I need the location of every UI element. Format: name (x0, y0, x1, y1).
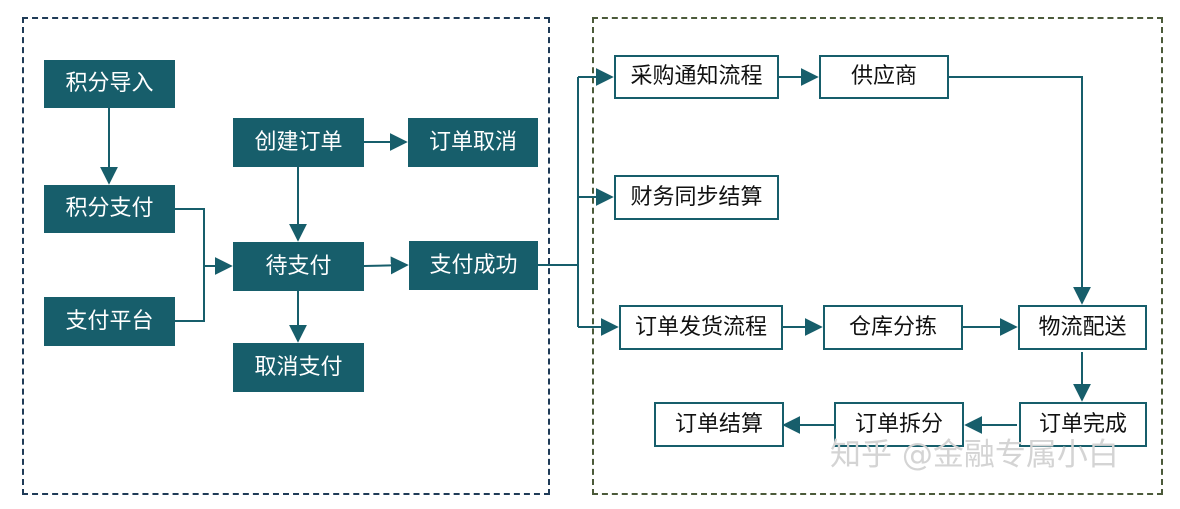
node-order-cancel: 订单取消 (408, 118, 538, 167)
node-procurement-notice: 采购通知流程 (614, 55, 779, 99)
node-order-shipping: 订单发货流程 (619, 305, 783, 350)
node-supplier: 供应商 (819, 55, 949, 99)
node-order-settlement: 订单结算 (654, 402, 784, 447)
edge-supplier-to-logistics-delivery (949, 76, 1091, 305)
edge-pending-payment-to-payment-success (363, 256, 409, 275)
right-region-frame (592, 17, 1163, 495)
node-points-import: 积分导入 (44, 60, 175, 108)
edge-payment-success-trunk (538, 77, 579, 327)
node-pending-payment: 待支付 (233, 242, 364, 291)
left-region-frame (22, 17, 550, 495)
node-order-complete: 订单完成 (1019, 402, 1147, 447)
node-finance-settlement: 财务同步结算 (614, 175, 779, 220)
node-cancel-payment: 取消支付 (233, 343, 364, 392)
node-payment-platform: 支付平台 (44, 297, 175, 346)
watermark-text: 知乎 @金融专属小白 (830, 437, 1119, 473)
node-warehouse-picking: 仓库分拣 (823, 305, 963, 350)
edge-points-payment-to-pending-payment (175, 208, 233, 275)
edge-payment-platform-to-pending-payment (175, 266, 205, 322)
node-points-payment: 积分支付 (44, 185, 175, 233)
node-order-split: 订单拆分 (834, 402, 964, 447)
node-payment-success: 支付成功 (409, 241, 538, 290)
node-create-order: 创建订单 (233, 118, 364, 167)
node-logistics-delivery: 物流配送 (1018, 305, 1147, 350)
